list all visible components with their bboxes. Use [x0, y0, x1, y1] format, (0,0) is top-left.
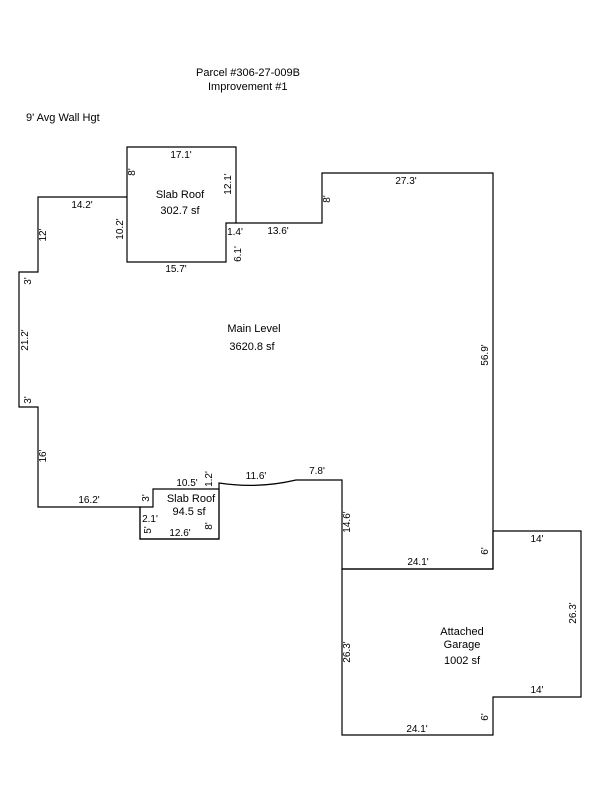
improvement-label: Improvement #1 [208, 81, 288, 93]
dim-label: 56.9' [480, 344, 491, 365]
dim-label: 27.3' [395, 176, 416, 187]
garage-outline [341, 530, 582, 736]
dim-label: 16' [38, 449, 49, 462]
dim-label: 21.2' [20, 329, 31, 350]
main-level-name: Main Level [227, 323, 280, 335]
dim-label: 8' [322, 195, 333, 203]
dim-label: 12.6' [169, 528, 190, 539]
dim-label: 16.2' [78, 495, 99, 506]
dim-label: 12' [38, 228, 49, 241]
garage-name-line2: Garage [444, 639, 481, 651]
dim-label: 8' [204, 522, 215, 530]
wall-height-note: 9' Avg Wall Hgt [26, 112, 100, 124]
main-level-area: 3620.8 sf [229, 341, 275, 353]
dim-label: 12.1' [223, 173, 234, 194]
dim-label: 24.1' [406, 724, 427, 735]
slab-roof-bottom-name: Slab Roof [167, 493, 216, 505]
dim-label: 13.6' [267, 226, 288, 237]
parcel-number: Parcel #306-27-009B [196, 67, 300, 79]
dim-label: 14.2' [71, 200, 92, 211]
dim-label: 6' [480, 713, 491, 721]
dim-label: 8' [127, 168, 138, 176]
dim-label: 10.2' [115, 218, 126, 239]
slab-roof-top-outline [126, 146, 237, 263]
dim-label: 11.6' [246, 471, 267, 482]
slab-roof-bottom-outline [139, 488, 220, 540]
main-level-outline [18, 172, 494, 570]
dim-label: 7.8' [309, 466, 325, 477]
dim-label: 3' [23, 396, 34, 404]
dim-label: 5' [143, 526, 154, 534]
dim-label: 6' [480, 547, 491, 555]
dim-label: 1.2' [204, 471, 215, 487]
dim-label: 2.1' [142, 514, 158, 525]
slab-roof-top-name: Slab Roof [156, 189, 205, 201]
dim-label: 24.1' [407, 557, 428, 568]
dim-label: 3' [23, 277, 34, 285]
dim-label: 17.1' [170, 150, 191, 161]
slab-roof-bottom-area: 94.5 sf [172, 506, 206, 518]
dim-label: 15.7' [165, 264, 186, 275]
dim-label: 14' [530, 534, 543, 545]
garage-area: 1002 sf [444, 655, 481, 667]
dim-label: 14.6' [342, 511, 353, 532]
dim-label: 10.5' [176, 478, 197, 489]
dim-label: 6.1' [233, 246, 244, 262]
dim-label: 14' [530, 685, 543, 696]
slab-roof-top-area: 302.7 sf [160, 205, 200, 217]
dim-label: 1.4' [227, 227, 243, 238]
dim-label: 26.3' [342, 641, 353, 662]
dim-label: 3' [141, 494, 152, 502]
dim-label: 26.3' [568, 602, 579, 623]
garage-name-line1: Attached [440, 626, 483, 638]
